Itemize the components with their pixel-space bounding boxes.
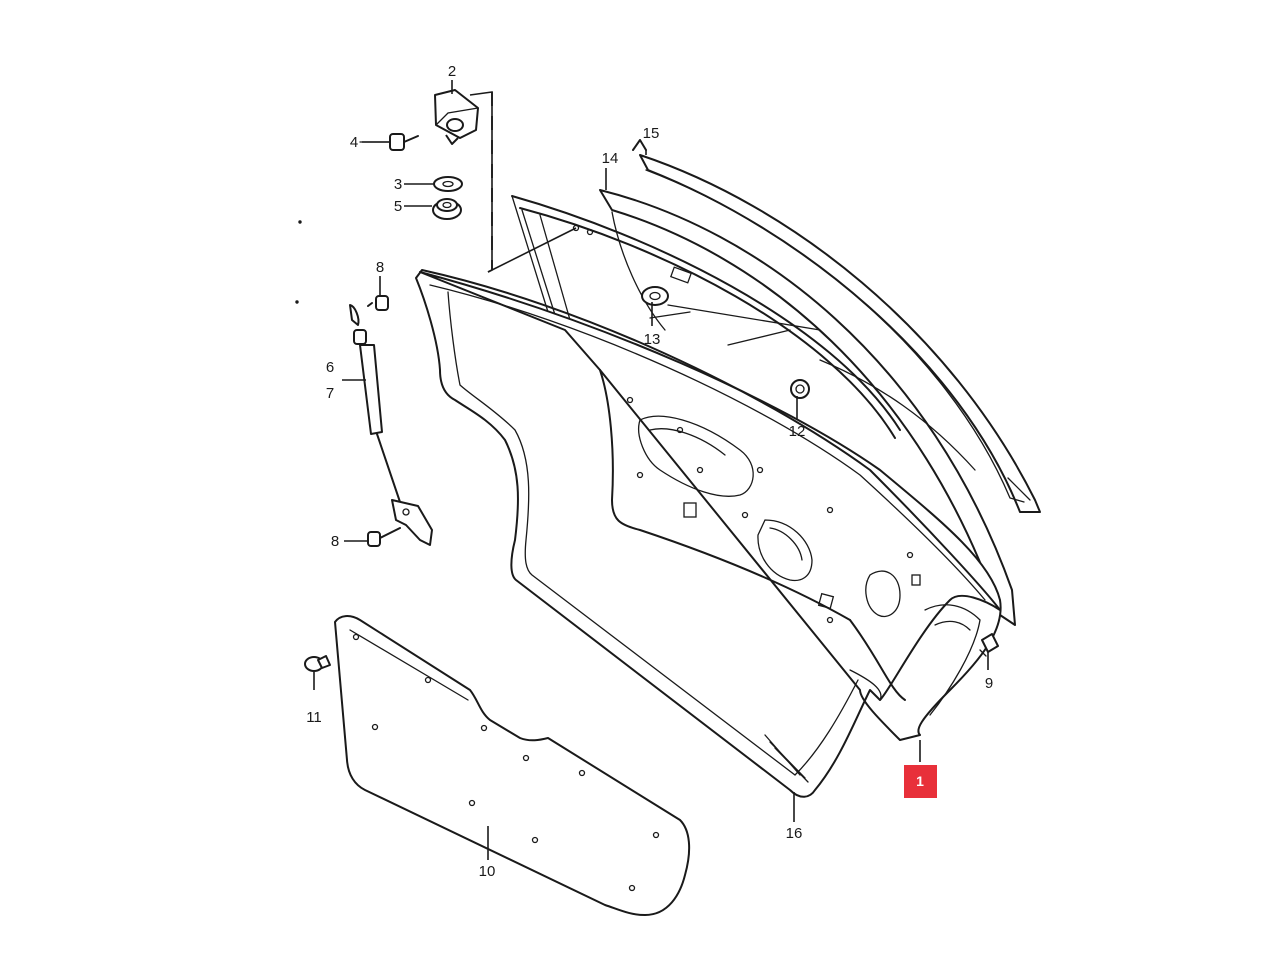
label-part-12[interactable]: 12	[789, 423, 806, 440]
label-part-11[interactable]: 11	[306, 709, 322, 726]
label-part-10[interactable]: 10	[479, 863, 496, 880]
inner-window-frame	[511, 195, 901, 439]
label-part-6[interactable]: 6	[326, 359, 334, 376]
label-part-1[interactable]: 1	[916, 773, 924, 789]
hinge-nut	[432, 198, 462, 220]
window-glass	[599, 189, 1016, 626]
label-part-8-lower[interactable]: 8	[331, 533, 339, 550]
speck	[295, 300, 299, 304]
window-seal-outer	[632, 139, 1041, 513]
label-part-7[interactable]: 7	[326, 385, 334, 402]
label-part-3[interactable]: 3	[394, 176, 402, 193]
grommet-12	[790, 379, 810, 399]
bumper-stop	[979, 633, 999, 657]
strut-bolt-lower	[367, 527, 401, 547]
trim-panel	[334, 615, 691, 916]
leader-lines	[313, 80, 989, 860]
gas-strut	[349, 304, 433, 546]
callout-labels: 1 2 3 4 5 6 7 8 8 9 10 11 12 13 14 15 16	[306, 63, 993, 880]
weatherstrip	[415, 269, 1001, 798]
label-part-13[interactable]: 13	[644, 331, 661, 348]
label-part-15[interactable]: 15	[643, 125, 660, 142]
washer	[433, 176, 463, 192]
tailgate-panel	[419, 271, 1002, 741]
speck	[298, 220, 302, 224]
hinge-bracket	[434, 89, 479, 145]
label-part-8-upper[interactable]: 8	[376, 259, 384, 276]
label-part-4[interactable]: 4	[350, 134, 358, 151]
label-part-16[interactable]: 16	[786, 825, 803, 842]
label-part-9[interactable]: 9	[985, 675, 993, 692]
strut-bolt-upper	[367, 295, 389, 311]
label-part-14[interactable]: 14	[602, 150, 619, 167]
grommet-13	[641, 286, 669, 306]
highlight-box-part-1	[904, 765, 937, 798]
panel-clip	[304, 655, 331, 672]
label-part-2[interactable]: 2	[448, 63, 456, 80]
label-part-5[interactable]: 5	[394, 198, 402, 215]
